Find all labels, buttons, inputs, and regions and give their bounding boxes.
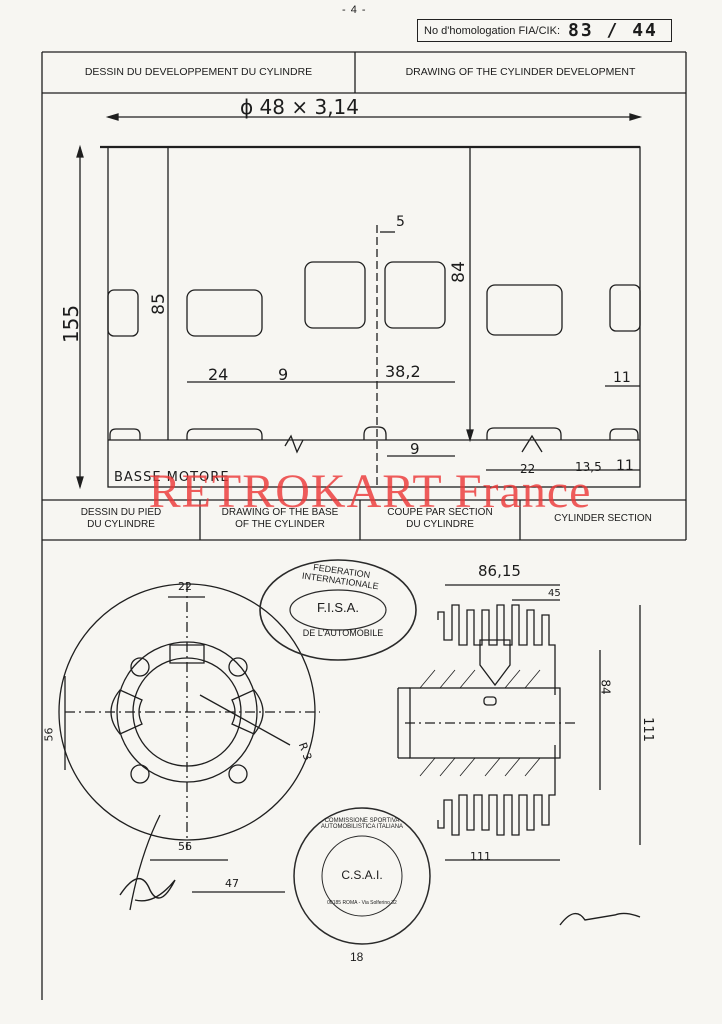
bottom-page-number: 18 <box>350 950 364 964</box>
dim-11: 11 <box>613 370 631 386</box>
dim-38: 38,2 <box>385 362 421 381</box>
dim-height-total: 155 <box>59 304 84 344</box>
dim-base-47: 47 <box>225 877 239 890</box>
signature-left <box>119 878 176 902</box>
dim-base-22: 22 <box>178 580 192 593</box>
dim-rib: 5 <box>396 214 405 230</box>
dim-section-111h: 111 <box>470 850 491 863</box>
dim-9b: 9 <box>410 440 420 458</box>
csai-stamp-inner: 00185 ROMA - Via Solferino 32 <box>327 900 397 906</box>
csai-stamp <box>293 807 431 945</box>
csai-stamp-ring: COMMISSIONE SPORTIVA AUTOMOBILISTICA ITA… <box>320 818 404 830</box>
dim-13: 13,5 <box>575 460 602 474</box>
header-development-en: DRAWING OF THE CYLINDER DEVELOPMENT <box>405 66 636 78</box>
dim-section-86: 86,15 <box>478 562 521 580</box>
dim-height-right: 84 <box>448 261 469 283</box>
development-outline <box>107 146 641 488</box>
fisa-stamp-ring-bottom: DE L'AUTOMOBILE <box>302 628 384 638</box>
dim-9a: 9 <box>278 365 289 384</box>
dim-base-56v: 56 <box>42 727 56 742</box>
csai-stamp-center: C.S.A.I. <box>341 868 383 882</box>
caption-section-fr: COUPE PAR SECTION DU CYLINDRE <box>387 507 493 530</box>
dim-height-left: 85 <box>148 293 169 315</box>
dim-11b: 11 <box>616 458 634 474</box>
caption-base-en: DRAWING OF THE BASE OF THE CYLINDER <box>221 507 339 530</box>
dim-22: 22 <box>520 462 536 476</box>
caption-section-en: CYLINDER SECTION <box>554 513 652 524</box>
watermark: RETROKART France <box>148 465 592 518</box>
fisa-stamp <box>259 559 417 661</box>
dim-section-45: 45 <box>548 588 561 599</box>
homologation-label: No d'homologation FIA/CIK: <box>424 24 561 37</box>
header-development-fr: DESSIN DU DEVELOPPEMENT DU CYLINDRE <box>84 66 313 78</box>
base-label: BASSE MOTORE <box>114 470 230 485</box>
dim-section-111v: 111 <box>639 717 655 742</box>
homologation-box: No d'homologation FIA/CIK: 83 / 44 <box>417 19 672 42</box>
caption-base-fr: DESSIN DU PIED DU CYLINDRE <box>80 507 162 530</box>
top-page-number: - 4 - <box>342 4 367 16</box>
dim-base-56h: 56 <box>178 840 192 853</box>
dim-section-84: 84 <box>598 679 613 695</box>
fisa-stamp-center: F.I.S.A. <box>317 600 359 615</box>
dim-circumference: ϕ 48 × 3,14 <box>240 95 360 119</box>
dim-24: 24 <box>208 365 229 384</box>
signature-right <box>559 912 641 926</box>
homologation-number: 83 / 44 <box>568 20 658 41</box>
